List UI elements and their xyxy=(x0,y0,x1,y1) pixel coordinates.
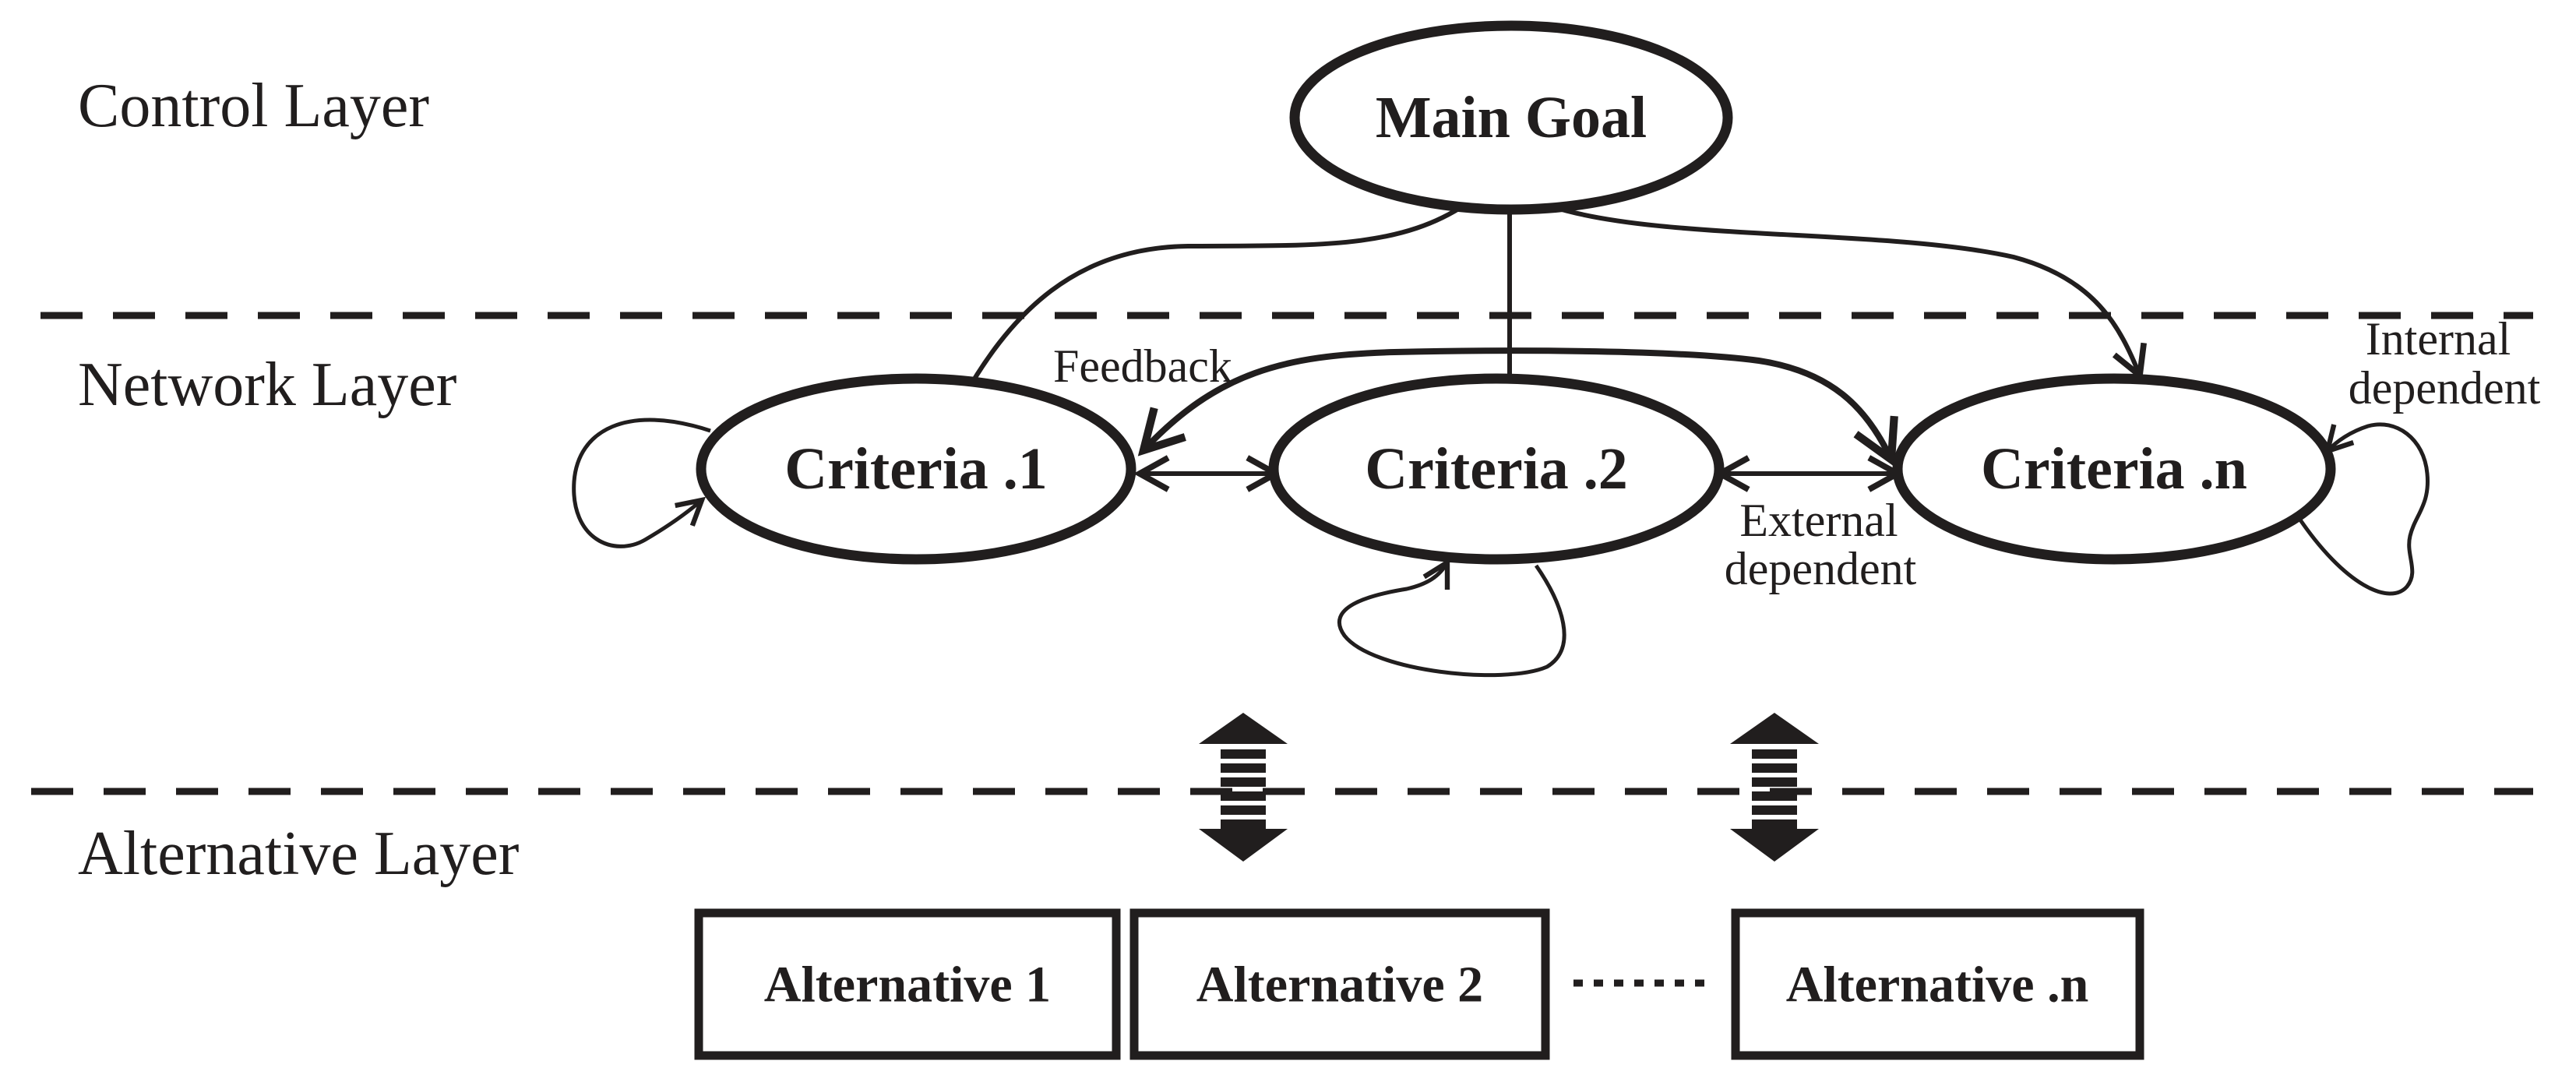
alternative-2-box xyxy=(1129,908,1550,1060)
internal-dependent-label-line1: Internal xyxy=(2366,313,2511,365)
alternative-2-label: Alternative 2 xyxy=(1196,957,1483,1013)
coupling-arrow-left xyxy=(1199,713,1288,862)
self-loop-criteria1 xyxy=(572,418,711,548)
criteria-n-node: Criteria .n xyxy=(1892,373,2336,565)
criteria-1-ellipse xyxy=(696,373,1136,565)
internal-dependent-label-line2: dependent xyxy=(2349,362,2541,414)
criteria-n-ellipse xyxy=(1892,373,2336,565)
main-goal-ellipse xyxy=(1289,20,1733,215)
external-dependent-label-line2: dependent xyxy=(1725,543,1917,594)
criteria-2-node: Criteria .2 xyxy=(1268,373,1725,565)
criteria-1-label: Criteria .1 xyxy=(784,436,1048,502)
feedback-arc xyxy=(1137,347,1898,467)
self-loop-criteria2 xyxy=(1337,558,1566,678)
alternative-1-node: Alternative 1 xyxy=(694,908,1121,1060)
feedback-label: Feedback xyxy=(1053,340,1232,392)
alternative-n-node: Alternative .n xyxy=(1731,908,2144,1060)
control-layer-label: Control Layer xyxy=(78,72,429,140)
alternative-1-label: Alternative 1 xyxy=(764,957,1051,1013)
alternative-1-box xyxy=(694,908,1121,1060)
external-dependent-label-line1: External xyxy=(1739,495,1898,546)
alternative-2-node: Alternative 2 xyxy=(1129,908,1550,1060)
criteria-1-node: Criteria .1 xyxy=(696,373,1136,565)
main-goal-label: Main Goal xyxy=(1376,85,1647,150)
network-layer-label: Network Layer xyxy=(78,351,456,419)
alternative-layer-label: Alternative Layer xyxy=(78,819,519,888)
arrow-goal-to-criteria-n xyxy=(1551,204,2147,382)
main-goal-node: Main Goal xyxy=(1289,20,1733,215)
alternative-n-box xyxy=(1731,908,2144,1060)
arrow-goal-to-criteria1 xyxy=(951,202,1468,418)
self-loop-criteria-n xyxy=(2296,422,2430,596)
criteria-n-label: Criteria .n xyxy=(1981,436,2247,502)
criteria-2-ellipse xyxy=(1268,373,1725,565)
criteria-2-label: Criteria .2 xyxy=(1365,436,1628,502)
coupling-arrow-right xyxy=(1730,713,1819,862)
alternative-n-label: Alternative .n xyxy=(1786,957,2089,1013)
